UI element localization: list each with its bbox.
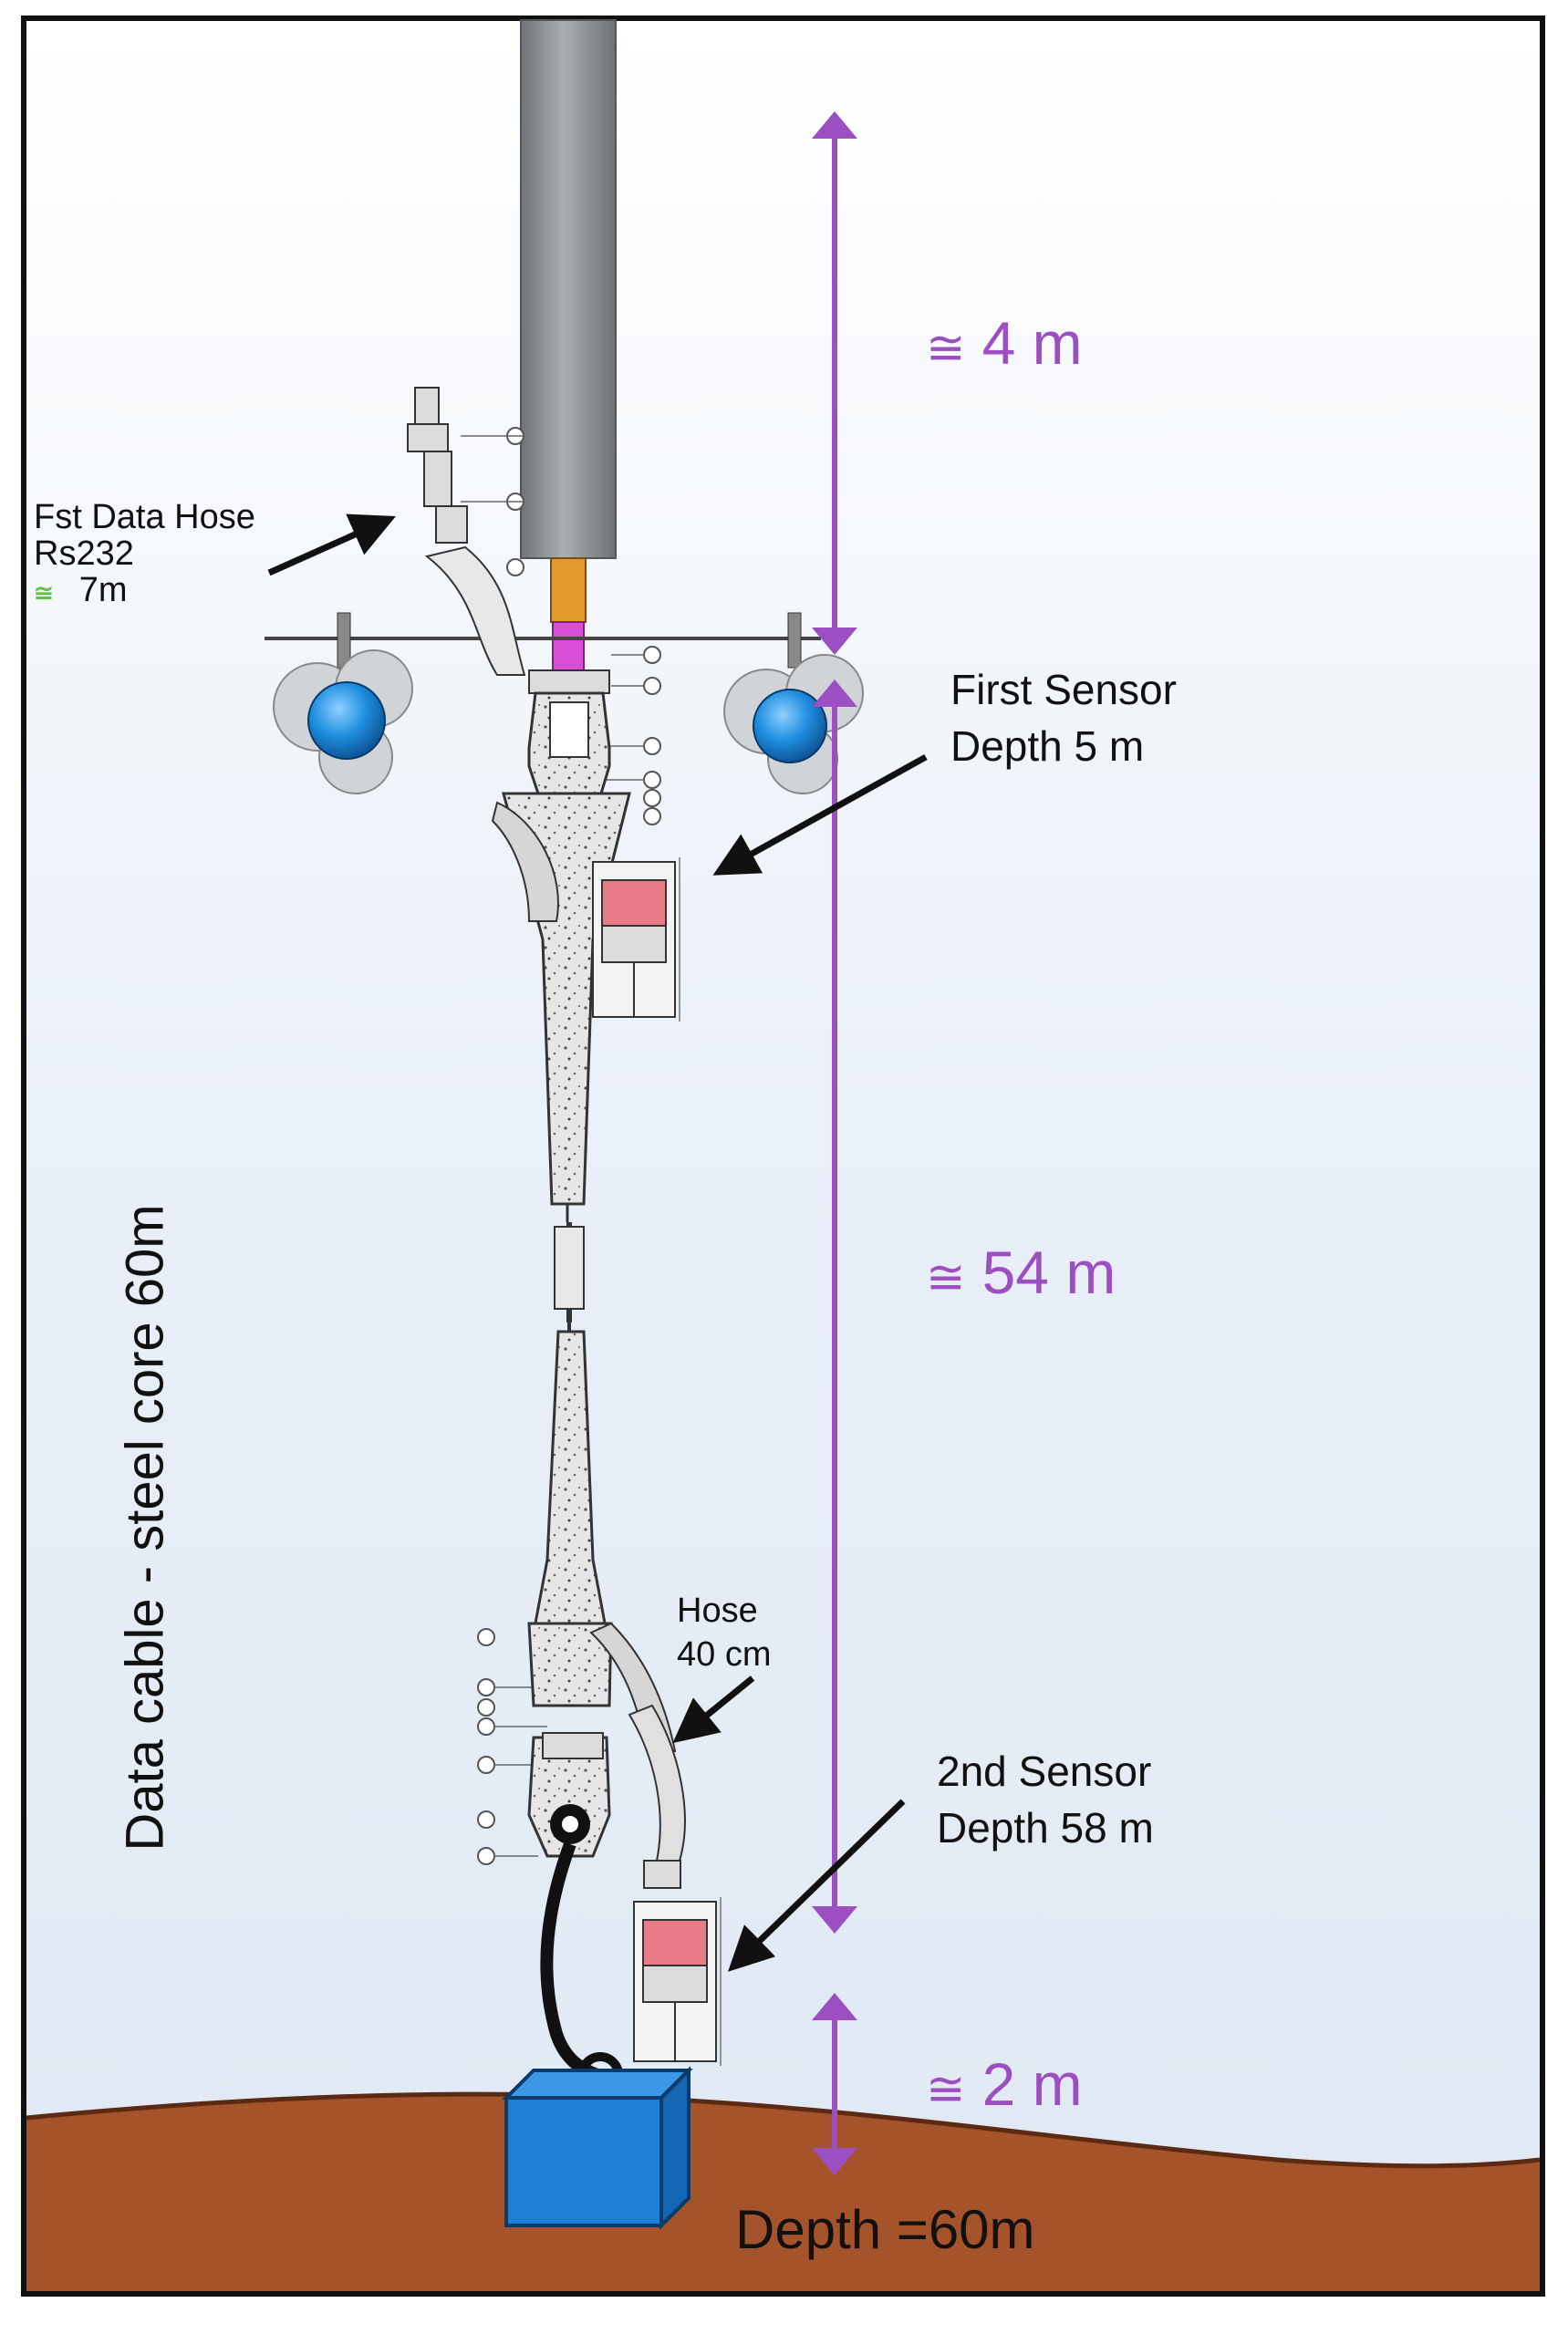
left-buoy — [273, 612, 413, 794]
first-sensor-label: First Sensor Depth 5 m — [950, 668, 1177, 769]
fst-data-hose-line2: Rs232 — [34, 534, 134, 573]
dimension-2m-approx: ≅ — [926, 2063, 966, 2116]
middle-cable — [554, 1222, 585, 1332]
water-column — [21, 16, 1545, 2297]
hose-line2: 40 cm — [677, 1634, 772, 1674]
orange-connector — [550, 557, 587, 623]
arrow-to-second-sensor — [727, 1799, 906, 1972]
fst-data-hose-length-row: ≅ 7m — [34, 570, 255, 609]
dimension-arrows — [812, 111, 857, 2175]
lower-termination — [527, 1330, 686, 1862]
callout-arrows — [267, 513, 928, 1972]
hose-label: Hose 40 cm — [677, 1592, 772, 1674]
dimension-54m: ≅ 54 m — [926, 1238, 1116, 1307]
dimension-2m: ≅ 2 m — [926, 2049, 1083, 2119]
dimension-54m-approx: ≅ — [926, 1251, 966, 1304]
arrow-to-first-sensor — [712, 753, 928, 876]
anchor-block — [502, 2066, 693, 2230]
part-leaders — [461, 435, 644, 1857]
second-sensor-line2: Depth 58 m — [937, 1804, 1154, 1852]
fst-data-hose-length: 7m — [78, 570, 128, 609]
total-depth-label: Depth =60m — [735, 2199, 1035, 2260]
seabed-line — [26, 2091, 1541, 2169]
second-sensor — [633, 1860, 722, 2066]
data-hose-fittings — [407, 387, 526, 676]
dimension-54m-value: 54 m — [981, 1239, 1116, 1306]
first-sensor-line1: First Sensor — [950, 666, 1177, 713]
fst-data-hose-line1: Fst Data Hose — [34, 498, 255, 536]
first-sensor — [592, 857, 680, 1022]
seabed — [26, 2094, 1540, 2291]
second-sensor-line1: 2nd Sensor — [937, 1748, 1152, 1795]
first-sensor-line2: Depth 5 m — [950, 722, 1145, 771]
fst-data-hose-label: Fst Data Hose Rs232 ≅ 7m — [34, 498, 255, 609]
dimension-4m-value: 4 m — [981, 309, 1083, 377]
surface-pipe — [520, 19, 617, 559]
second-sensor-label: 2nd Sensor Depth 58 m — [937, 1749, 1154, 1851]
dimension-2m-value: 2 m — [981, 2050, 1083, 2118]
data-cable-label: Data cable - steel core 60m — [115, 1204, 175, 1852]
dimension-4m: ≅ 4 m — [926, 308, 1083, 378]
right-buoy — [723, 612, 864, 794]
arrow-to-hose — [672, 1675, 755, 1744]
hose-line1: Hose — [677, 1592, 758, 1630]
dimension-4m-approx: ≅ — [926, 322, 966, 375]
arrow-to-data-hose — [267, 513, 396, 576]
approx-symbol-green: ≅ — [34, 578, 54, 607]
